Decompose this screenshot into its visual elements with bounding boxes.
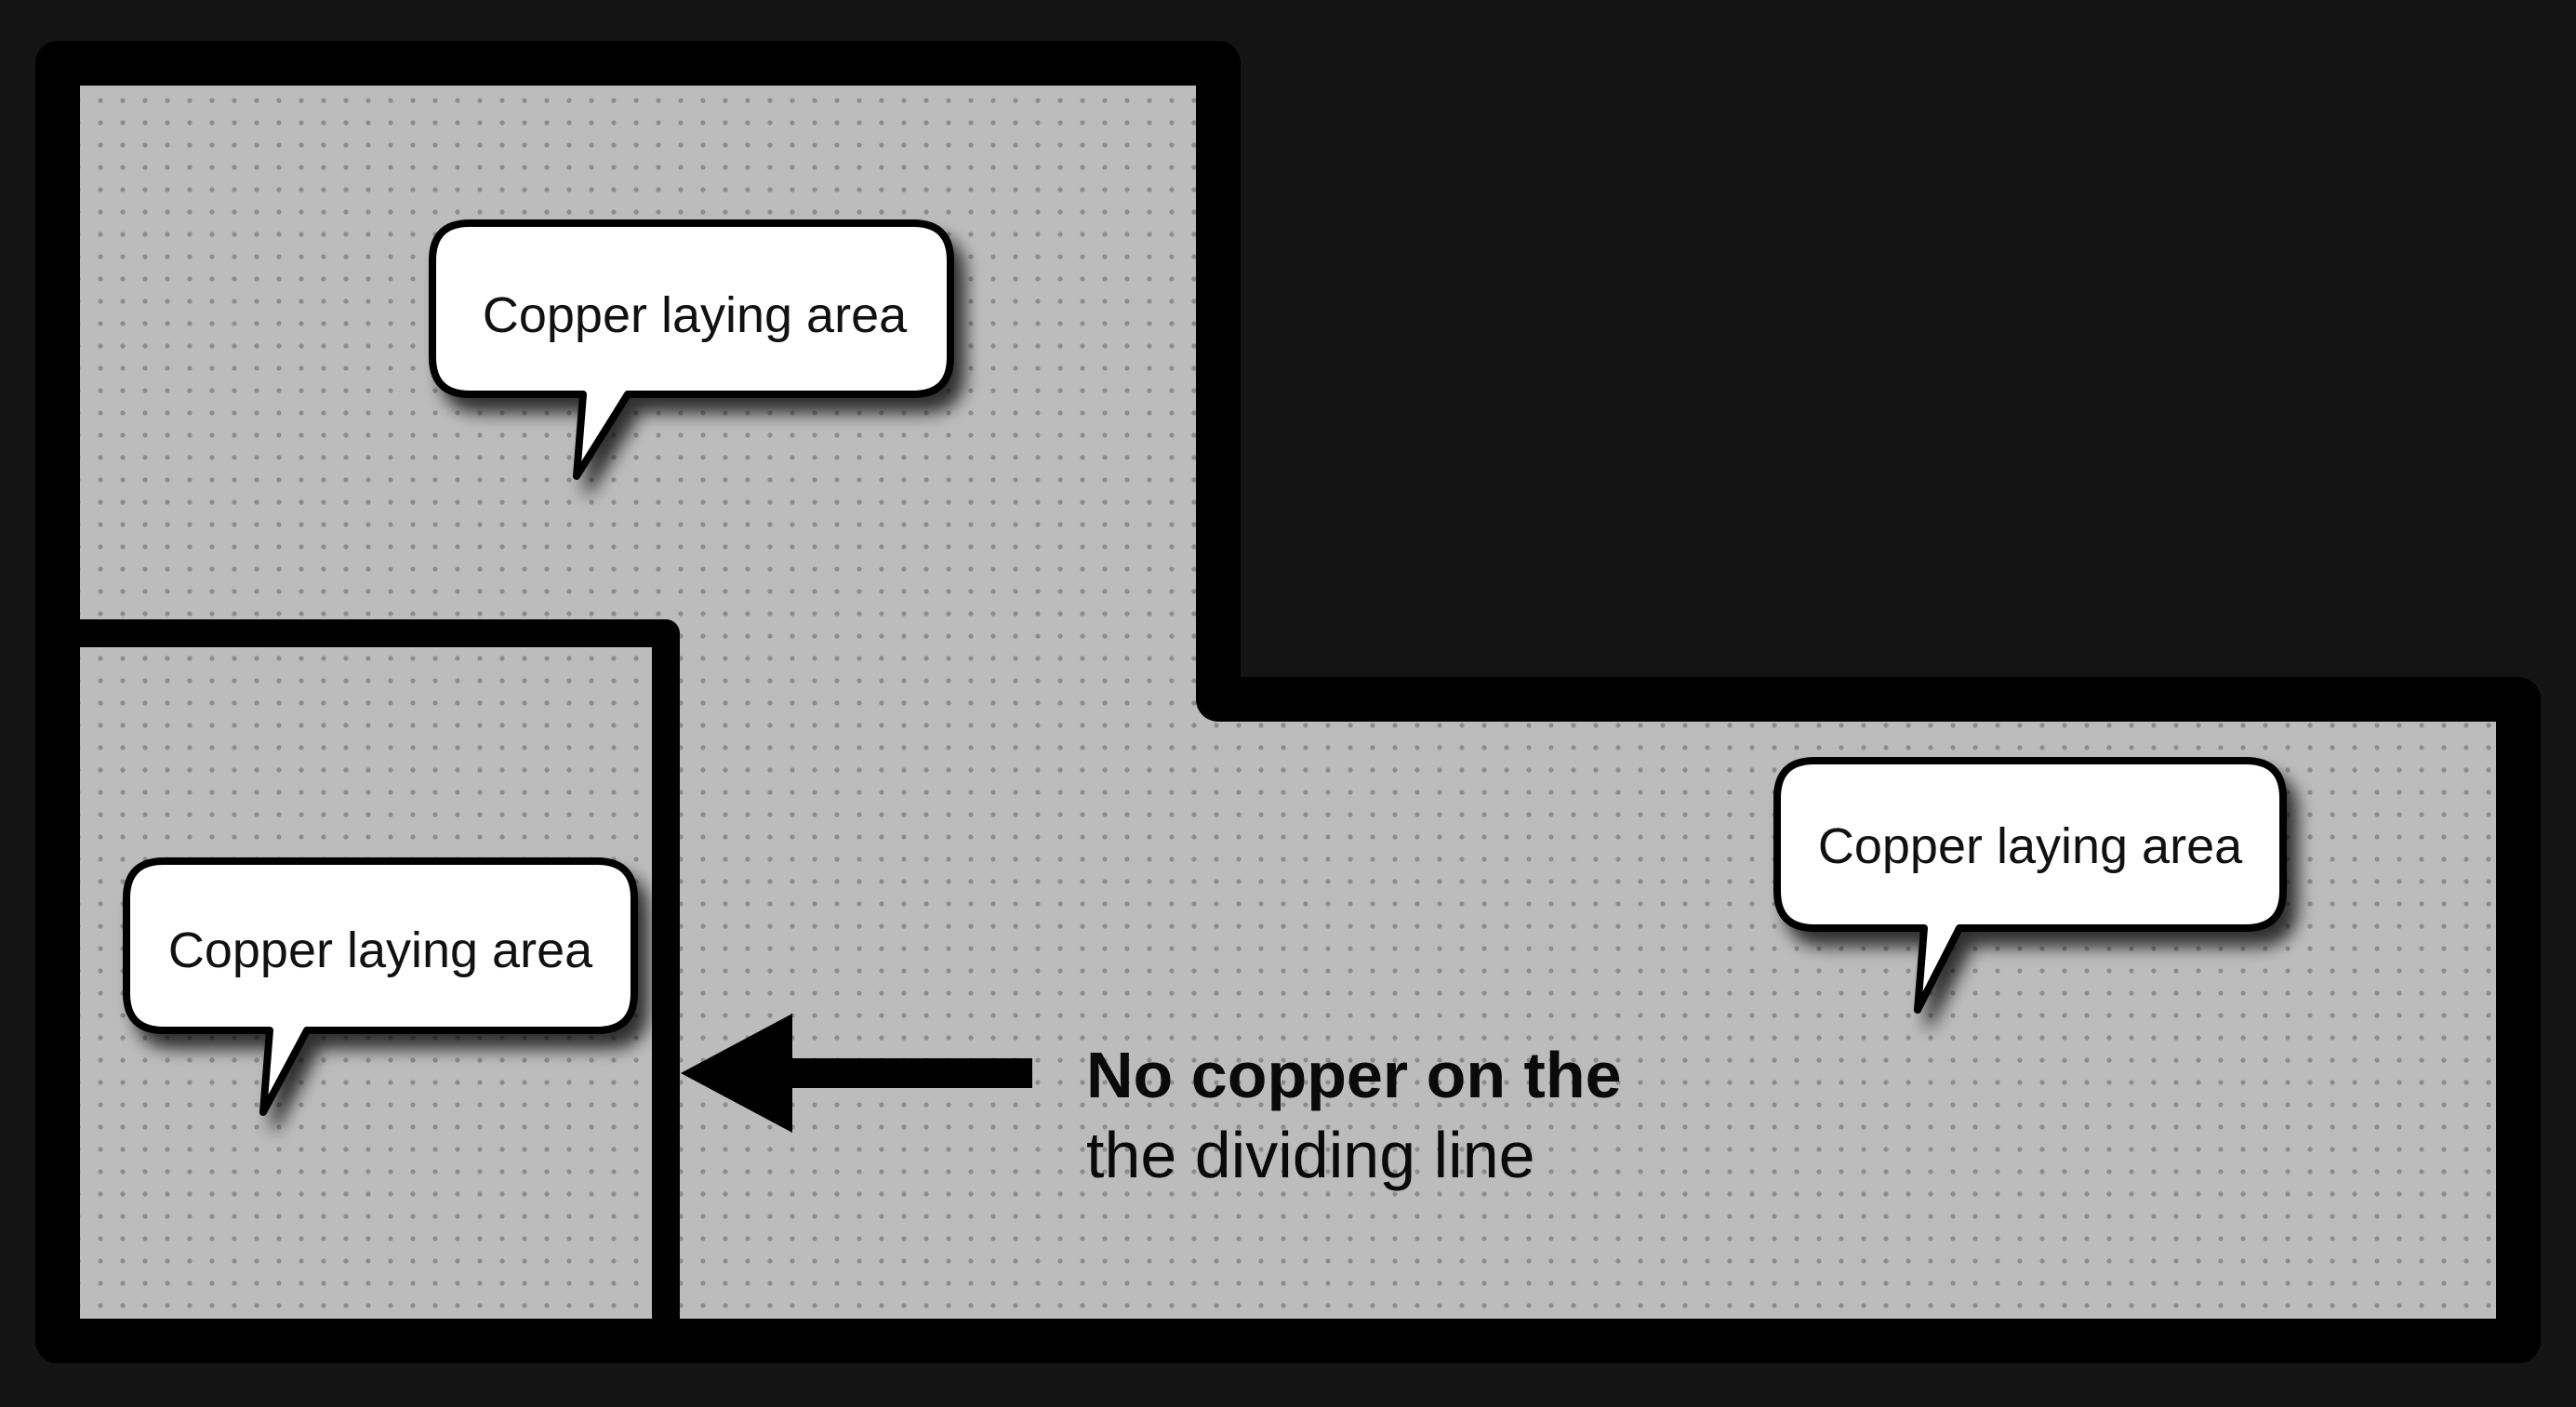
region-label-upper-left: Copper laying area	[483, 287, 908, 343]
speech-bubble	[1773, 757, 2287, 1014]
speech-bubble	[429, 219, 954, 480]
callout-line-2: the dividing line	[1086, 1119, 1535, 1191]
speech-bubble	[123, 857, 638, 1116]
arrow-left-icon	[681, 1014, 1032, 1133]
region-lower-left	[123, 857, 638, 1116]
region-label-right: Copper laying area	[1818, 818, 2243, 874]
region-right	[1773, 757, 2287, 1014]
region-label-lower-left: Copper laying area	[168, 923, 593, 978]
dividing-line	[58, 619, 680, 1341]
callout-line-1: No copper on the	[1086, 1039, 1622, 1111]
region-upper-left	[429, 219, 954, 480]
